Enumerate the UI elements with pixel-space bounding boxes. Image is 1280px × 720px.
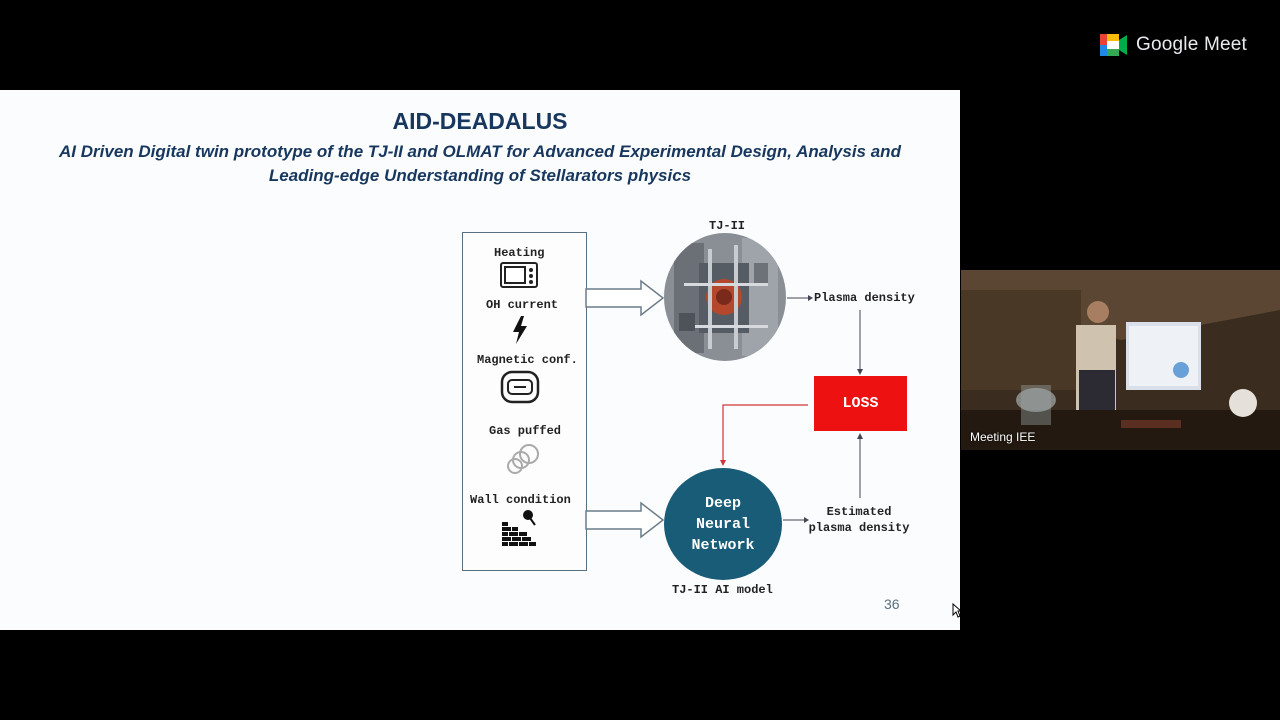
slide-title: AID-DEADALUS: [392, 108, 568, 134]
input-label-oh-current: OH current: [486, 298, 559, 312]
magnetic-coil-icon: [500, 370, 540, 404]
input-label-gas-puffed: Gas puffed: [489, 424, 562, 438]
estimate-line-1: Estimated: [826, 505, 892, 519]
gas-puff-icon: [507, 444, 539, 474]
participant-video-tile[interactable]: Meeting IEE: [961, 270, 1280, 450]
google-meet-brand: Google Meet: [1100, 34, 1247, 56]
input-to-dnn-arrow: [585, 501, 665, 539]
input-label-heating: Heating: [494, 246, 545, 260]
subtitle-line-1: AI Driven Digital twin prototype of the …: [59, 142, 901, 161]
device-label: TJ-II: [709, 219, 746, 233]
google-meet-logo-icon: [1100, 34, 1127, 56]
dnn-line-1: Deep: [704, 494, 741, 512]
mouse-pointer-icon: [952, 603, 962, 618]
loss-box: LOSS: [814, 376, 907, 431]
input-label-magnetic-conf: Magnetic conf.: [477, 353, 578, 367]
output-label-plasma-density: Plasma density: [814, 291, 915, 305]
participant-name: Meeting IEE: [970, 430, 1036, 444]
loss-feedback-arrow: [722, 404, 808, 460]
brand-name: Google Meet: [1136, 34, 1247, 55]
input-label-wall-condition: Wall condition: [470, 493, 571, 507]
oven-icon: [500, 262, 538, 288]
slide-subtitle: AI Driven Digital twin prototype of the …: [40, 140, 920, 188]
slide-page-number: 36: [884, 596, 900, 612]
tj2-device-photo: [664, 233, 786, 361]
estimate-line-2: plasma density: [808, 521, 910, 535]
brick-wall-icon: [502, 510, 536, 546]
estimated-plasma-density-label: Estimated plasma density: [805, 504, 913, 536]
subtitle-line-2: Leading-edge Understanding of Stellarato…: [268, 166, 692, 185]
lightning-icon: [513, 316, 527, 344]
dnn-line-3: Network: [691, 536, 755, 554]
dnn-line-2: Neural: [695, 515, 750, 533]
model-caption: TJ-II AI model: [672, 583, 773, 597]
participant-video-feed: [961, 270, 1280, 450]
presentation-slide: AID-DEADALUS AI Driven Digital twin prot…: [0, 90, 960, 630]
diagram-connectors: [585, 279, 863, 539]
input-to-tj2-arrow: [585, 279, 665, 317]
deep-neural-network-node: Deep Neural Network: [664, 468, 782, 580]
